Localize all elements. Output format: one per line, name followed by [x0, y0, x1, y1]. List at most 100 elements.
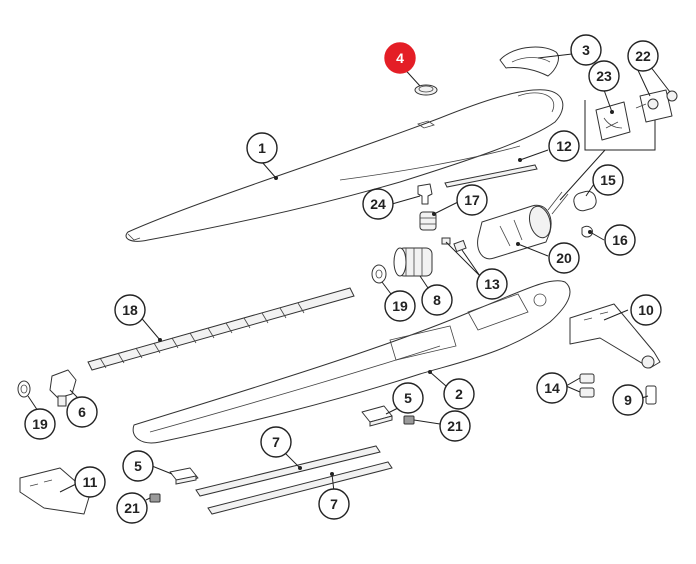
part-20-motor	[477, 191, 569, 260]
svg-text:21: 21	[124, 500, 140, 516]
svg-text:12: 12	[556, 138, 572, 154]
leader-22b	[649, 65, 671, 93]
svg-text:6: 6	[78, 404, 86, 420]
part-3-end-cap	[499, 46, 559, 77]
callout-16: 16	[604, 224, 636, 256]
leader-15	[585, 183, 595, 197]
part-21-screw-upper	[403, 415, 415, 425]
svg-text:20: 20	[556, 250, 572, 266]
part-19-washer-upper	[371, 264, 387, 284]
part-11-rear-bracket	[19, 467, 91, 515]
svg-text:2: 2	[455, 386, 463, 402]
callout-5-lower: 5	[122, 450, 154, 482]
callout-10: 10	[630, 294, 662, 326]
leader-3	[537, 53, 573, 59]
part-6-fork	[49, 369, 77, 407]
svg-text:14: 14	[544, 380, 560, 396]
leader-14	[565, 377, 581, 393]
callout-9: 9	[612, 384, 644, 416]
leader-11	[59, 483, 77, 493]
svg-text:21: 21	[447, 418, 463, 434]
leader-10	[603, 309, 629, 321]
svg-text:4: 4	[396, 50, 404, 66]
leader-21a	[413, 419, 441, 425]
part-8-worm-gear	[393, 247, 433, 277]
leader-23	[603, 89, 613, 113]
leader-12	[519, 149, 549, 161]
part-21-screw-lower	[149, 493, 161, 503]
part-19-washer-lower	[17, 380, 31, 398]
svg-text:1: 1	[258, 140, 266, 156]
callout-11: 11	[74, 466, 106, 498]
callout-7-lower: 7	[318, 488, 350, 520]
callout-23: 23	[588, 60, 620, 92]
svg-text:5: 5	[404, 390, 412, 406]
svg-text:3: 3	[582, 42, 590, 58]
leader-2	[429, 371, 447, 387]
callout-22: 22	[627, 40, 659, 72]
callout-18: 18	[114, 294, 146, 326]
part-5-limit-stop-lower	[169, 467, 199, 485]
part-15-capacitor	[573, 190, 597, 212]
svg-text:16: 16	[612, 232, 628, 248]
leader-22a	[635, 65, 651, 97]
part-16-cable-clamp	[581, 225, 593, 238]
leader-13	[445, 241, 481, 277]
callout-20: 20	[548, 242, 580, 274]
leader-17	[433, 201, 459, 215]
svg-text:13: 13	[484, 276, 500, 292]
callout-17: 17	[456, 184, 488, 216]
leader-1	[261, 161, 277, 179]
svg-text:9: 9	[624, 392, 632, 408]
svg-text:8: 8	[433, 292, 441, 308]
svg-text:17: 17	[464, 192, 480, 208]
svg-text:5: 5	[134, 458, 142, 474]
part-5-limit-stop-upper	[361, 405, 393, 427]
part-9-pin	[645, 385, 657, 405]
svg-text:18: 18	[122, 302, 138, 318]
callout-24: 24	[362, 188, 394, 220]
leader-5b	[151, 465, 173, 475]
svg-text:19: 19	[392, 298, 408, 314]
callout-7-upper: 7	[260, 426, 292, 458]
callout-21-lower: 21	[116, 492, 148, 524]
part-10-bracket	[569, 303, 661, 369]
part-12-rod	[444, 164, 538, 188]
callout-13: 13	[476, 268, 508, 300]
callout-12: 12	[548, 130, 580, 162]
svg-text:22: 22	[635, 48, 651, 64]
svg-text:11: 11	[83, 474, 98, 490]
callout-21-upper: 21	[439, 410, 471, 442]
callout-15: 15	[592, 164, 624, 196]
leader-16	[589, 231, 605, 241]
callout-19-upper: 19	[384, 290, 416, 322]
part-23-bracket	[595, 101, 631, 141]
part-2-housing	[132, 280, 571, 444]
part-4-cap	[414, 84, 438, 96]
part-22-screws	[635, 89, 678, 123]
part-7-rail-upper	[195, 445, 381, 497]
callout-1: 1	[246, 132, 278, 164]
part-14-nuts	[579, 373, 595, 398]
callout-19-lower: 19	[24, 408, 56, 440]
svg-text:23: 23	[596, 68, 612, 84]
svg-text:19: 19	[32, 416, 48, 432]
leader-21b	[145, 497, 151, 501]
callout-8: 8	[421, 284, 453, 316]
svg-text:7: 7	[330, 496, 338, 512]
svg-text:15: 15	[600, 172, 616, 188]
callout-4-highlighted: 4	[384, 42, 416, 74]
leader-20	[517, 243, 549, 257]
part-18-screw-shaft	[87, 287, 355, 371]
callout-6: 6	[66, 396, 98, 428]
part-1-top-cover	[125, 89, 564, 242]
part-7-rail-lower	[207, 461, 393, 515]
svg-text:7: 7	[272, 434, 280, 450]
callout-2: 2	[443, 378, 475, 410]
callout-14: 14	[536, 372, 568, 404]
leader-24	[391, 195, 421, 205]
svg-text:24: 24	[370, 196, 386, 212]
callout-3: 3	[570, 34, 602, 66]
callout-5-upper: 5	[392, 382, 424, 414]
